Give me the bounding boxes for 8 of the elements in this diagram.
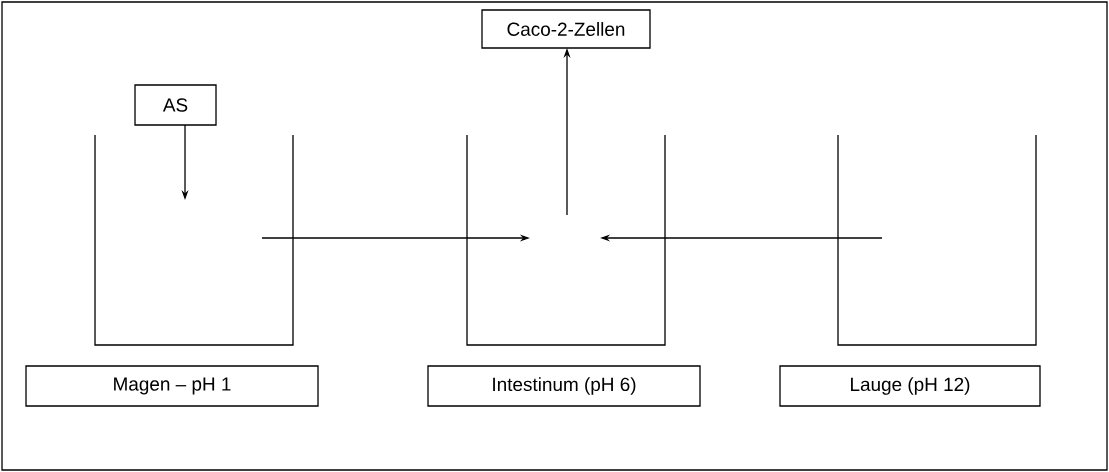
label-box: Caco-2-Zellen [481,9,651,49]
beaker [466,134,666,346]
beaker [837,134,1037,346]
label-box: Intestinum (pH 6) [427,365,701,407]
label-box: AS [134,84,217,126]
label-box: Lauge (pH 12) [779,365,1041,407]
label-box: Magen – pH 1 [25,365,319,407]
beaker [94,134,294,346]
